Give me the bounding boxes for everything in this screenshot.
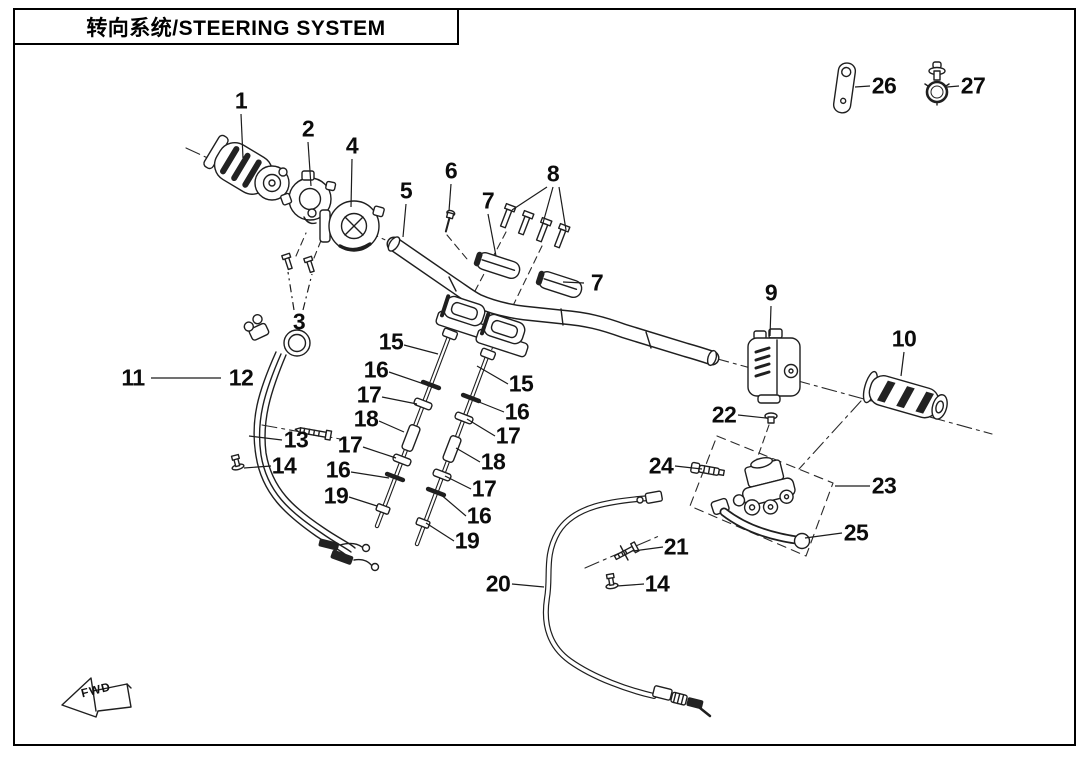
- leader-line-18: [378, 420, 405, 433]
- part-2-switch-ring: [280, 170, 337, 225]
- leader-line-16: [438, 492, 467, 517]
- leader-line-17: [466, 418, 496, 437]
- leader-line-8: [511, 186, 548, 211]
- leader-line-2: [307, 141, 312, 187]
- leader-line-19: [348, 496, 378, 507]
- leader-line-16: [350, 471, 390, 479]
- leader-line-17: [381, 396, 418, 405]
- part-20-cable: [542, 490, 712, 718]
- leader-line-22: [737, 414, 767, 419]
- part-3-screws: [281, 252, 315, 274]
- page-border: [13, 8, 1076, 746]
- part-7-clamp-pads: [473, 251, 583, 299]
- part-10-grip: [862, 370, 948, 420]
- handlebar-clamp-mounts: [435, 294, 529, 358]
- leader-line-4: [350, 158, 353, 208]
- fwd-arrow: [61, 677, 132, 718]
- part-14-bolt-left: [230, 453, 245, 471]
- part-23-lever-assembly: [689, 435, 834, 557]
- leader-lines: [151, 85, 960, 588]
- leader-line-8: [558, 186, 567, 231]
- part-4-switch-housing: [319, 200, 385, 252]
- part-15-19-stud-right: [414, 347, 497, 547]
- part-13-screw: [294, 427, 333, 441]
- part-9-switch-housing: [747, 328, 801, 404]
- leader-line-17: [362, 446, 397, 459]
- leader-line-8: [542, 186, 554, 224]
- part-15-19-stud-left: [374, 327, 459, 529]
- part-5-handlebar: [386, 236, 720, 367]
- leader-line-15: [476, 365, 509, 385]
- leader-line-14: [616, 583, 645, 587]
- leader-line-24: [674, 465, 703, 470]
- leader-line-7: [562, 281, 585, 284]
- leader-line-18: [455, 447, 481, 463]
- part-27-clamp: [924, 61, 950, 106]
- part-1-throttle-grip: [203, 134, 290, 201]
- leader-line-10: [900, 351, 905, 377]
- leader-line-16: [388, 371, 425, 385]
- part-26-strap: [832, 62, 857, 114]
- leader-line-19: [425, 522, 455, 542]
- part-11-12-cable: [243, 314, 380, 572]
- leader-line-20: [511, 583, 545, 588]
- leader-line-17: [444, 475, 472, 490]
- diagram-artwork: [61, 61, 993, 718]
- leader-line-3: [287, 271, 295, 311]
- leader-line-5: [402, 203, 407, 238]
- title-box: 转向系统/STEERING SYSTEM: [13, 8, 459, 45]
- leader-line-1: [240, 113, 244, 159]
- part-6-screw: [444, 209, 456, 233]
- leader-line-3: [302, 273, 313, 311]
- leader-line-26: [854, 85, 871, 88]
- leader-line-16: [473, 399, 505, 413]
- leader-line-21: [632, 546, 664, 552]
- part-14-bolt-right: [605, 572, 619, 590]
- leader-line-27: [946, 85, 960, 88]
- leader-line-7: [487, 213, 497, 257]
- leader-line-13: [248, 435, 283, 441]
- leader-line-9: [769, 305, 772, 337]
- part-24-bolt: [690, 461, 725, 477]
- leader-line-15: [403, 344, 439, 355]
- leader-line-14: [243, 465, 272, 469]
- part-21-screw: [613, 541, 640, 561]
- part-8-bolts: [499, 202, 571, 249]
- page-title: 转向系统/STEERING SYSTEM: [86, 16, 386, 40]
- leader-line-6: [448, 183, 452, 212]
- leader-line-25: [804, 532, 843, 539]
- part-22-screw: [764, 412, 778, 424]
